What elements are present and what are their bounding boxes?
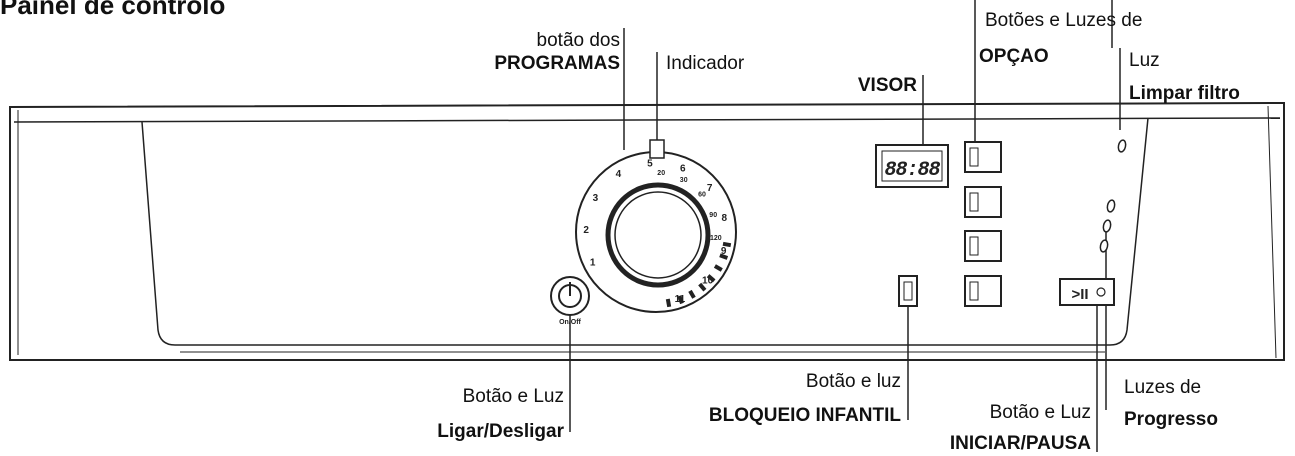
dial-program-number: 4	[616, 169, 622, 180]
progress-label-line1: Luzes de	[1124, 377, 1202, 398]
start-pause-button[interactable]: >II	[1059, 278, 1115, 306]
dial-program-number: 5	[647, 158, 653, 169]
dial-tick	[706, 274, 716, 283]
display-digits: 88:88	[884, 159, 940, 182]
start-pause-symbol: >II	[1071, 286, 1088, 303]
power-label-line1: Botão e Luz	[462, 386, 564, 407]
progress-label-line2: Progresso	[1124, 409, 1218, 430]
dial-program-number: 6	[680, 163, 686, 174]
dial-minute-mark: 30	[680, 177, 688, 184]
power-button[interactable]: On/Off	[550, 276, 590, 326]
dial-program-number: 2	[583, 225, 589, 236]
progress-lights	[1099, 199, 1116, 253]
dial-program-number: 8	[722, 213, 728, 224]
start-pause-label-line1: Botão e Luz	[989, 402, 1091, 423]
dial-program-number: 9	[721, 246, 727, 257]
dial-program-number: 10	[702, 275, 714, 286]
option-button-2[interactable]	[964, 186, 1002, 218]
child-lock-label-line2: BLOQUEIO INFANTIL	[708, 405, 901, 426]
display-screen: 88:88	[875, 144, 949, 188]
option-button-1[interactable]	[964, 141, 1002, 173]
filter-label-line2: Limpar filtro	[1129, 83, 1240, 104]
dial-program-number: 7	[707, 183, 713, 194]
programs-label-line1: botão dos	[536, 30, 620, 51]
dial-program-number: 3	[593, 193, 599, 204]
option-buttons	[964, 141, 1002, 307]
dial-minute-marks: 20 30 60 90 120	[657, 170, 721, 242]
option-button-3[interactable]	[964, 230, 1002, 262]
dial-tick	[713, 264, 723, 272]
dial-minute-mark: 60	[698, 191, 706, 198]
dial-tick	[677, 295, 684, 305]
indicator-mark	[649, 139, 665, 159]
power-caption: On/Off	[559, 319, 581, 326]
page-title: Painel de controlo	[0, 0, 226, 20]
options-label-line1: Botões e Luzes de	[985, 10, 1143, 31]
option-button-4[interactable]	[964, 275, 1002, 307]
indicator-label: Indicador	[666, 53, 745, 74]
dial-program-numbers: 1234567891011	[583, 158, 732, 308]
dial-minute-mark: 20	[657, 170, 665, 177]
filter-light	[1117, 139, 1127, 153]
dial-program-number: 1	[590, 258, 596, 269]
dial-tick	[698, 282, 707, 292]
dial-tick	[719, 253, 729, 260]
display-label: VISOR	[857, 75, 917, 96]
start-pause-label-line2: INICIAR/PAUSA	[949, 433, 1091, 454]
filter-label-line1: Luz	[1129, 50, 1160, 71]
dial-tick	[665, 298, 672, 308]
options-label-line2: OPÇAO	[979, 46, 1049, 67]
programs-label-line2: PROGRAMAS	[494, 53, 620, 74]
power-label-line2: Ligar/Desligar	[437, 421, 564, 442]
child-lock-label-line1: Botão e luz	[805, 371, 901, 392]
child-lock-button[interactable]	[898, 275, 918, 307]
dial-tick	[722, 241, 732, 248]
dial-minute-mark: 90	[709, 212, 717, 219]
dial-minute-mark: 120	[710, 235, 722, 242]
leader-lines	[569, 0, 1121, 452]
dial-tick	[688, 289, 696, 299]
